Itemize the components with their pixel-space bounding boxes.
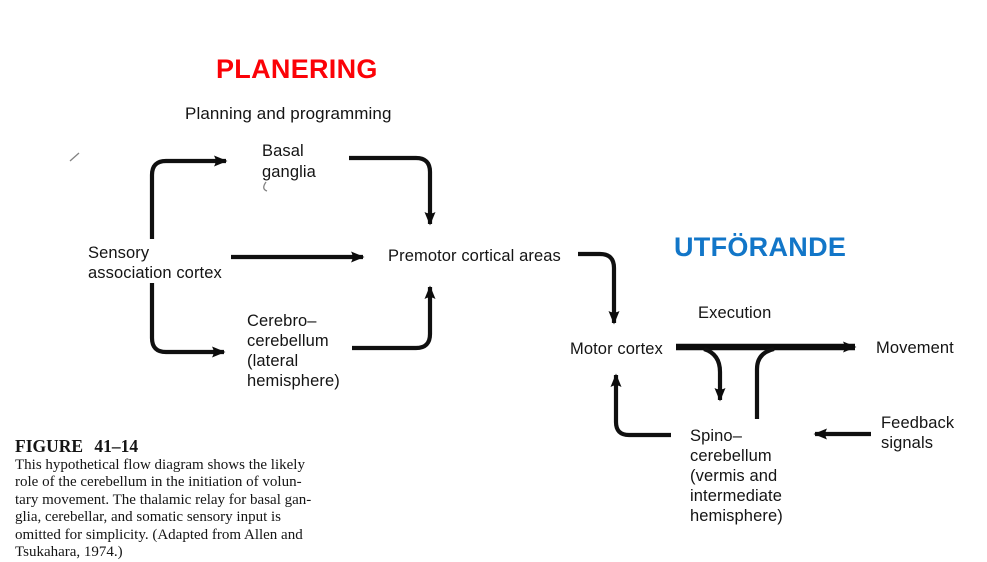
execution-section-heading: UTFÖRANDE [674, 232, 847, 262]
arrow-spinocerebellum-to-motor-cortex [610, 373, 671, 438]
node-cerebro-cerebellum: Cerebro– cerebellum (lateral hemisphere) [247, 312, 340, 390]
node-basal-ganglia: Basal ganglia [262, 142, 316, 181]
figure-caption-label: FIGURE 41–14 [15, 436, 139, 456]
figure-caption: FIGURE 41–14 This hypothetical flow diag… [15, 436, 360, 561]
arrow-cerebrocerebellum-to-premotor [352, 285, 436, 351]
figure-caption-text: This hypothetical flow diagram shows the… [15, 457, 312, 561]
arrow-sensory-to-basal-ganglia [149, 155, 228, 239]
execution-subheading: Execution [698, 304, 772, 322]
arrow-basal-ganglia-to-premotor [349, 155, 436, 226]
node-motor-cortex: Motor cortex [570, 340, 663, 358]
node-sensory-association-cortex: Sensory association cortex [88, 244, 222, 282]
node-premotor-cortical-areas: Premotor cortical areas [388, 247, 561, 265]
planning-subheading: Planning and programming [185, 104, 392, 123]
node-movement: Movement [876, 339, 954, 357]
line-spinocerebellum-merge-to-movement [754, 346, 775, 419]
scan-artifact [263, 181, 268, 192]
arrow-premotor-to-motor-cortex [578, 251, 620, 325]
planning-section-heading: PLANERING [216, 54, 378, 84]
arrow-sensory-to-cerebrocerebellum [149, 283, 226, 358]
arrow-motor-branch-to-spinocerebellum [703, 346, 726, 402]
node-spino-cerebellum: Spino– cerebellum (vermis and intermedia… [690, 427, 783, 525]
node-feedback-signals: Feedback signals [881, 414, 955, 452]
scan-artifact [69, 152, 80, 162]
